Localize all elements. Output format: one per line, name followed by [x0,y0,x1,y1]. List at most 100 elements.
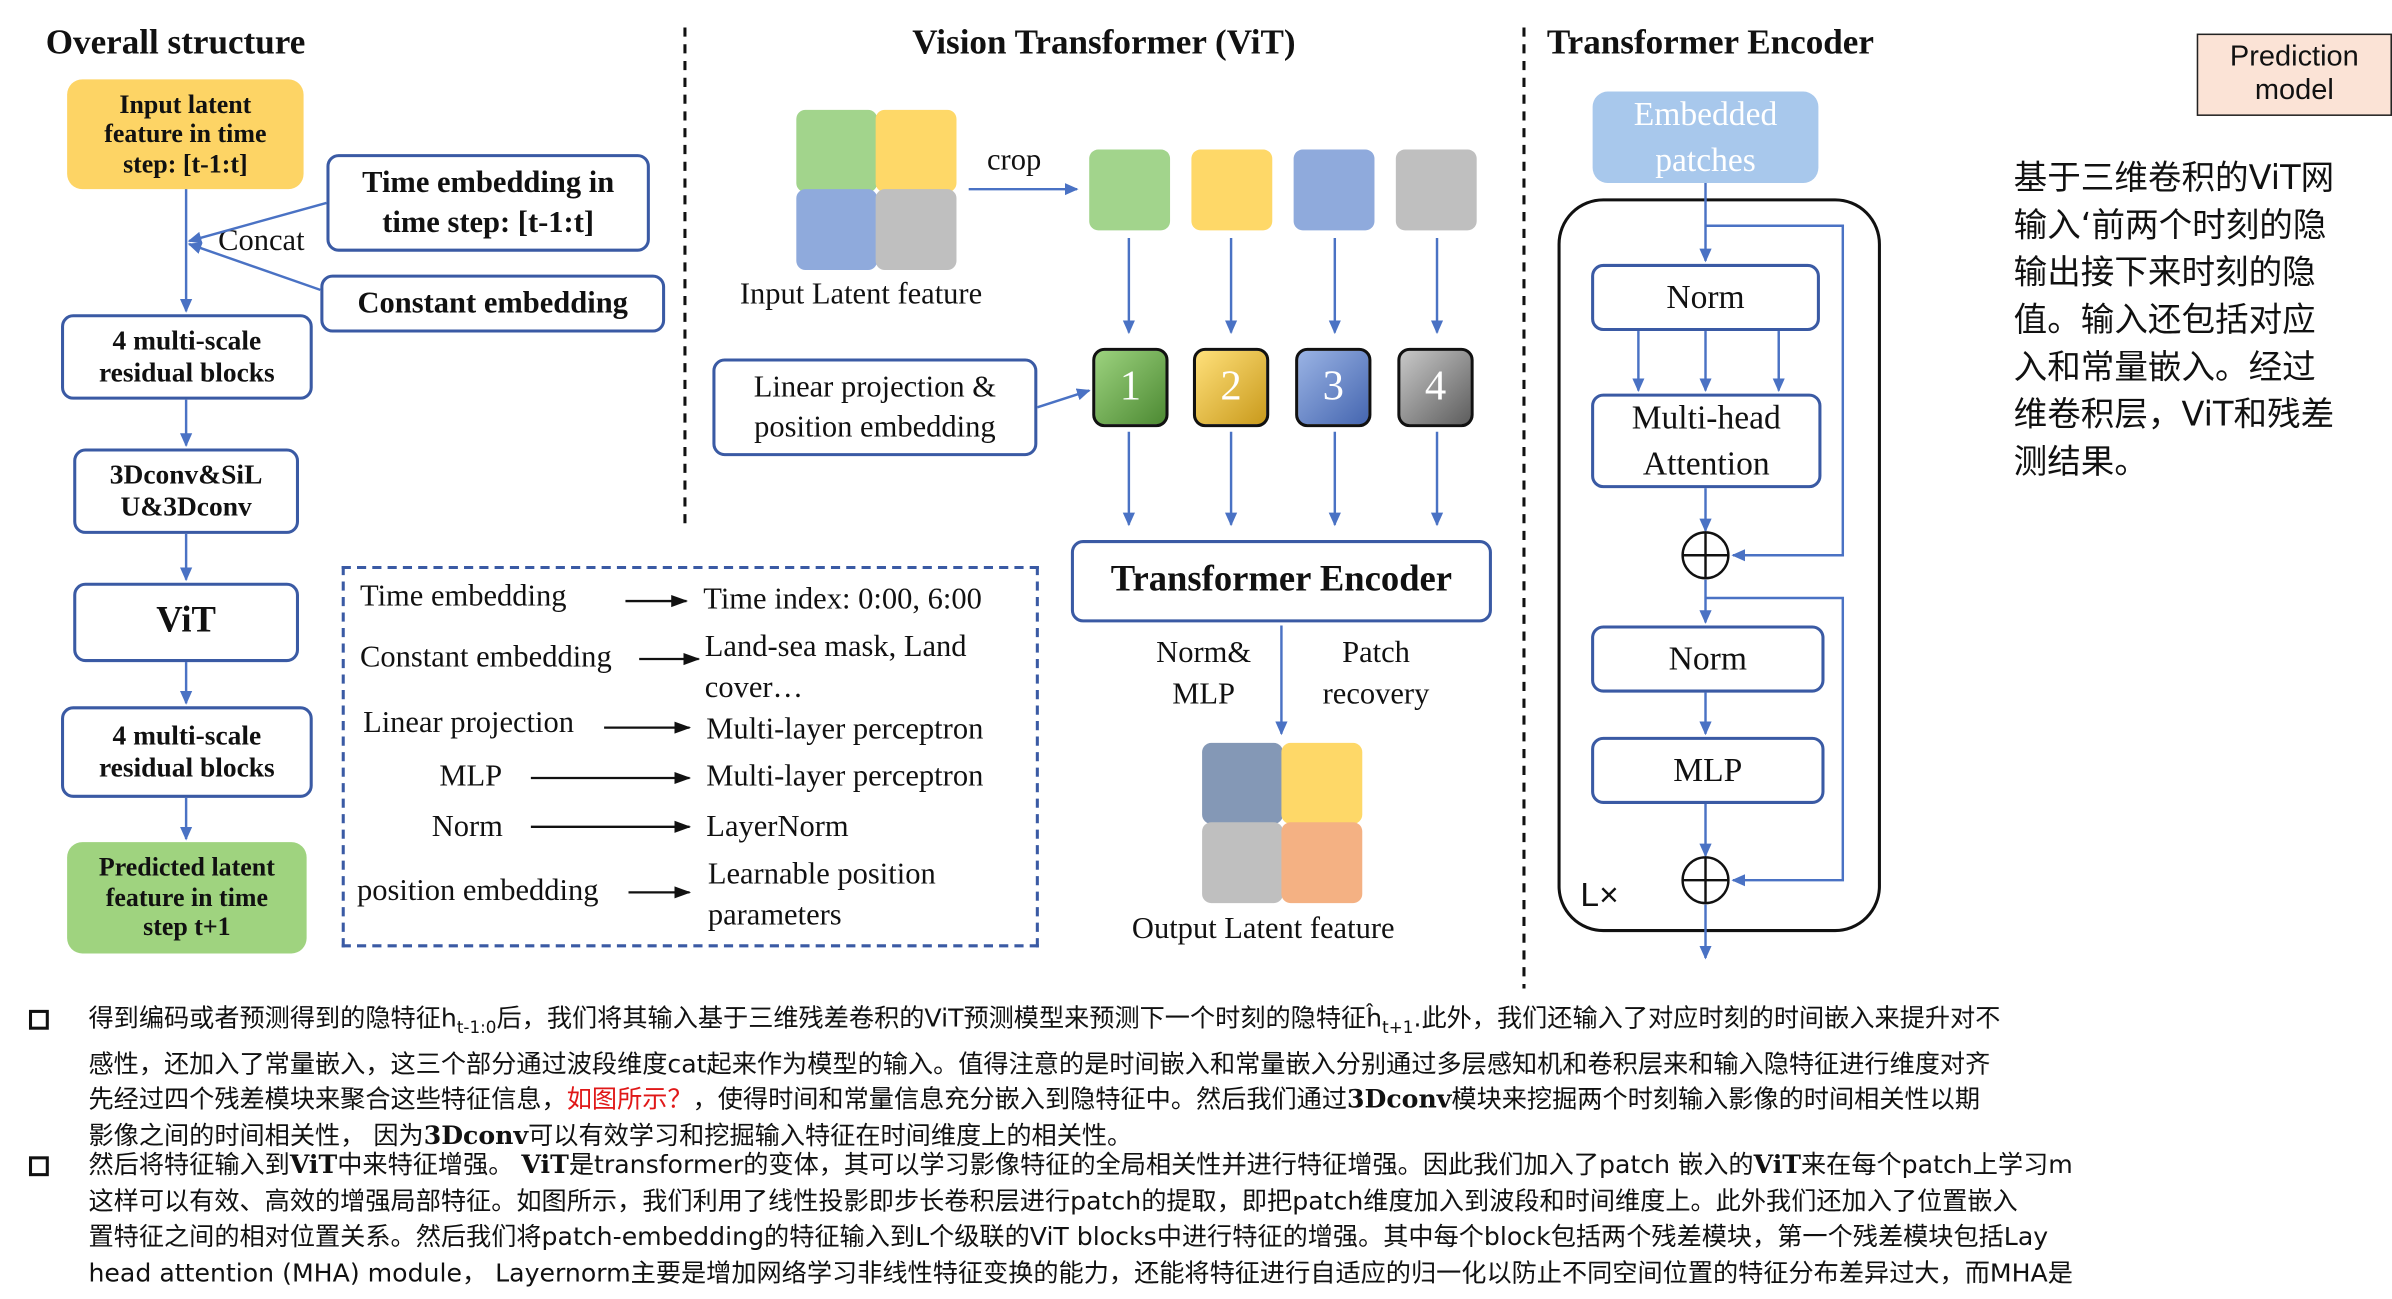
p1-l1-a: 得到编码或者预测得到的隐特征h [88,1003,457,1033]
p1-l3-bold: 3Dconv [1347,1085,1452,1115]
side-description: 基于三维卷积的ViT网 输入‘前两个时刻的隐 输出接下来时刻的隐 值。输入还包括… [2014,156,2335,487]
p2-l1-a: 然后将特征输入到 [88,1150,290,1180]
repeat-label: L× [1580,875,1619,914]
multi-head-attention-box: Multi-head Attention [1591,393,1822,489]
output-patch-gray [1202,822,1283,904]
input-patch-green [796,109,878,193]
p2-l1-c: 是transformer的变体，其可以学习影像特征的全局相关性并进行特征增强。因… [568,1150,1754,1180]
time-embedding-box: Time embedding in time step: [t-1:t] [326,154,650,252]
encoder-mlp-box: MLP [1591,736,1825,804]
encoder-block-container [1557,198,1881,933]
patch-token-1: 1 [1092,347,1169,428]
patch-token-2: 2 [1192,347,1270,428]
prediction-model-label: Prediction model [2229,41,2359,107]
p1-l3-c: 模块来挖掘两个时刻输入影像的时间相关性以期 [1451,1085,1981,1115]
p1-l3-red: 如图所示？ [566,1085,693,1115]
p1-line-3: 先经过四个残差模块来聚合这些特征信息，如图所示？，使得时间和常量信息充分嵌入到隐… [88,1082,2000,1118]
patch-yellow [1191,149,1273,231]
legend-term-constant: Constant embedding [360,640,612,675]
vit-box: ViT [73,582,299,663]
linear-projection-label: Linear projection & position embedding [753,370,997,444]
constant-embedding-label: Constant embedding [357,286,628,320]
side-line-5: 入和常量嵌入。经过 [2013,349,2316,388]
patch-blue [1293,149,1375,231]
patch-green [1089,149,1171,231]
bullet-1 [28,1009,49,1030]
side-line-2: 输入‘前两个时刻的隐 [2013,207,2327,246]
legend-term-position: position embedding [356,874,599,908]
legend-term-time: Time embedding [360,579,567,614]
patch-token-3: 3 [1295,347,1372,428]
side-line-4: 值。输入还包括对应 [2013,302,2316,341]
patch-recovery-label: Patch recovery [1322,636,1430,711]
p2-line-3: 置特征之间的相对位置关系。然后我们将patch-embedding的特征输入到L… [88,1221,2049,1251]
encoder-norm-1: Norm [1591,263,1820,332]
residual-blocks-bottom-label: 4 multi-scale residual blocks [98,720,275,783]
transformer-encoder-label: Transformer Encoder [1110,560,1453,600]
side-line-3: 输出接下来时刻的隐 [2013,254,2316,293]
prediction-model-tag: Prediction model [2196,33,2392,116]
linear-projection-box: Linear projection & position embedding [712,358,1038,457]
p1-l1-sub2: t+1 [1382,1017,1414,1038]
legend-meaning-time: Time index: 0:00, 6:00 [703,582,982,617]
p2-line-1: 然后将特征输入到ViT中来特征增强。 ViT是transformer的变体，其可… [88,1147,2072,1183]
bullet-2 [28,1156,49,1177]
p1-l1-b: 后，我们将其输入基于三维残差卷积的ViT预测模型来预测下一个时刻的隐特征ĥ [496,1003,1383,1033]
legend-meaning-mlp: Multi-layer perceptron [706,759,984,794]
output-patch-yellow [1281,742,1363,824]
input-patch-gray [875,189,957,271]
p1-l1-sub1: t-1:0 [456,1017,497,1038]
p1-l4-bold: 3Dconv [423,1120,529,1150]
norm-mlp-label: Norm& MLP [1156,636,1252,711]
p2-line-4: head attention (MHA) module， Layernorm主要… [88,1257,2073,1287]
conv3d-label: 3Dconv&SiLU&3Dconv [109,459,263,522]
vit-title: Vision Transformer (ViT) [912,22,1296,62]
output-latent-feature-label: Output Latent feature [1131,912,1395,946]
patch-gray [1395,149,1477,231]
side-line-6: 维卷积层，ViT和残差 [2013,396,2335,435]
encoder-norm-2: Norm [1591,625,1825,693]
predicted-latent-label: Predicted latent feature in time step t+… [98,853,275,942]
encoder-norm-1-label: Norm [1666,278,1745,317]
patch-token-4: 4 [1397,347,1474,428]
p1-l3-b: ，使得时间和常量信息充分嵌入到隐特征中。然后我们通过 [692,1085,1348,1115]
p1-l1-c: .此外，我们还输入了对应时刻的时间嵌入来提升对不 [1413,1003,2001,1033]
p2-l1-bold2: ViT [521,1150,569,1180]
predicted-latent-box: Predicted latent feature in time step t+… [67,842,307,954]
overall-structure-title: Overall structure [45,22,306,62]
input-patch-blue [796,189,878,271]
legend-meaning-position: Learnable position parameters [707,857,936,933]
paragraph-1: 得到编码或者预测得到的隐特征ht-1:0后，我们将其输入基于三维残差卷积的ViT… [88,1001,2000,1154]
p1-line-4: 影像之间的时间相关性， 因为3Dconv可以有效学习和挖掘输入特征在时间维度上的… [88,1118,2000,1154]
p1-l3-a: 先经过四个残差模块来聚合这些特征信息， [88,1085,567,1115]
legend-meaning-norm: LayerNorm [706,810,849,844]
residual-blocks-top-label: 4 multi-scale residual blocks [98,325,275,388]
p2-l1-d: 来在每个patch上学习m [1800,1150,2073,1180]
conv3d-box: 3Dconv&SiLU&3Dconv [73,448,299,534]
constant-embedding-box: Constant embedding [320,274,666,333]
p1-line-2: 感性，还加入了常量嵌入，这三个部分通过波段维度cat起来作为模型的输入。值得注意… [88,1049,1991,1079]
residual-add-nodes [1681,531,1730,905]
multi-head-attention-label: Multi-head Attention [1631,398,1781,483]
transformer-encoder-title: Transformer Encoder [1546,22,1874,62]
transformer-encoder-box: Transformer Encoder [1070,540,1492,623]
output-patch-blue [1202,742,1283,824]
p1-l4-a: 影像之间的时间相关性， 因为 [88,1120,424,1150]
vit-box-label: ViT [156,601,216,642]
input-patch-yellow [875,109,957,193]
legend-term-linear: Linear projection [363,706,575,740]
legend-meaning-linear: Multi-layer perceptron [706,712,984,746]
encoder-mlp-label: MLP [1673,751,1743,790]
input-latent-box: Input latent feature in time step: [t-1:… [67,79,304,190]
embedded-patches-box: Embedded patches [1592,91,1819,184]
p2-l1-bold1: ViT [289,1150,338,1180]
legend-term-norm: Norm [431,810,503,844]
legend-box [341,565,1039,948]
p1-line-1: 得到编码或者预测得到的隐特征ht-1:0后，我们将其输入基于三维残差卷积的ViT… [88,1001,2000,1046]
residual-blocks-top: 4 multi-scale residual blocks [61,314,313,400]
side-line-7: 测结果。 [2013,443,2148,483]
p1-l4-b: 可以有效学习和挖掘输入特征在时间维度上的相关性。 [528,1120,1133,1150]
